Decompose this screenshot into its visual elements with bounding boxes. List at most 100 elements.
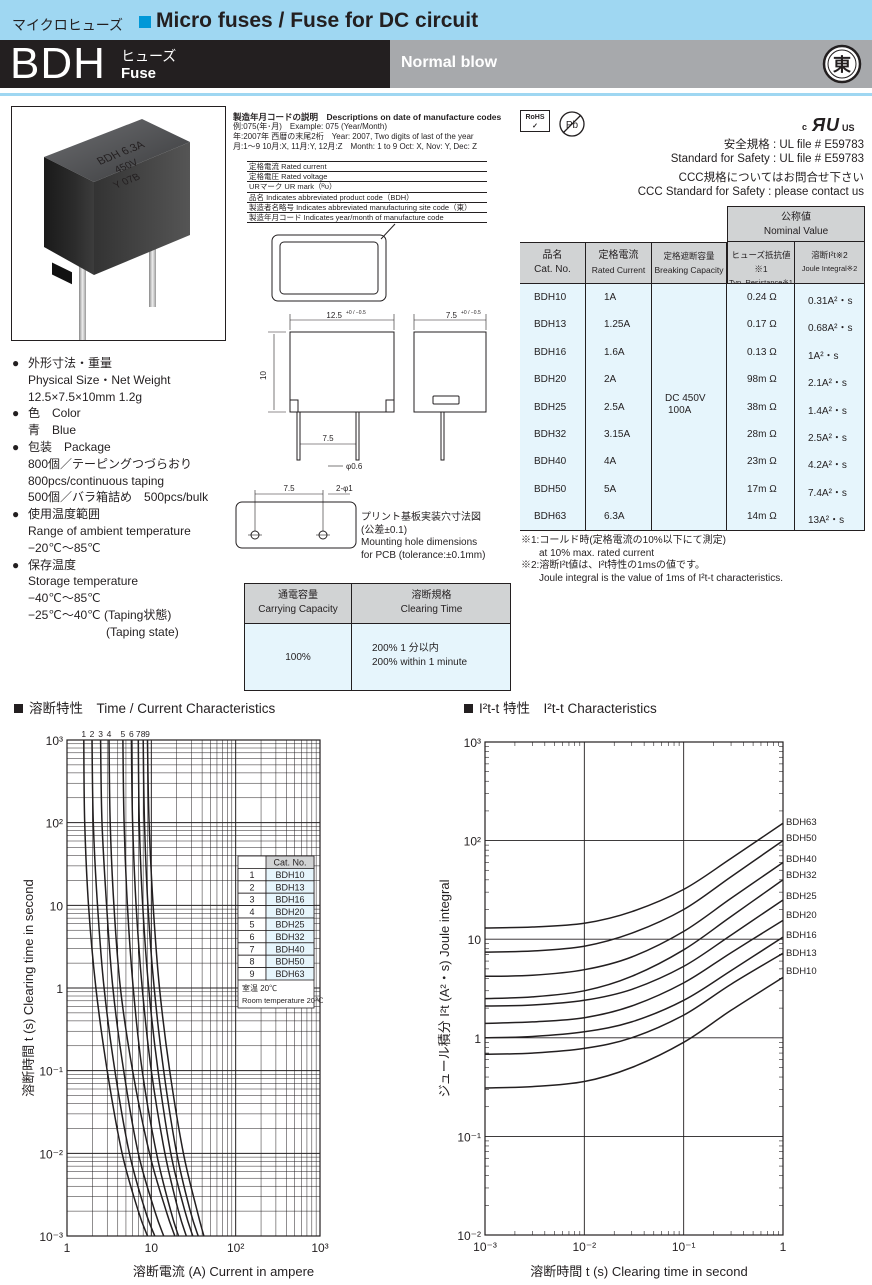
legend-num: 9 — [249, 969, 254, 979]
row-rated-current: 3.15A — [604, 429, 631, 440]
group-header-jp: 公称値 — [781, 212, 811, 223]
y-tick-label: 10² — [464, 835, 481, 849]
curve-BDH50 — [484, 839, 784, 953]
legend-cat: BDH63 — [275, 969, 304, 979]
header-rule — [0, 93, 872, 96]
spec-color-head: 色 Color — [28, 406, 81, 421]
safety-standards: 安全規格 : UL file # E59783 Standard for Saf… — [638, 139, 864, 199]
legend-num: 8 — [249, 957, 254, 967]
x-axis-label: 溶断時間 t (s) Clearing time in second — [530, 1264, 747, 1279]
note-line: at 10% max. rated current — [539, 547, 655, 559]
y-tick-label: 10 — [468, 933, 482, 947]
carry-header-1-jp: 通電容量 — [278, 590, 318, 601]
category-square-icon — [139, 16, 151, 28]
row-cat-no: BDH20 — [534, 374, 567, 386]
col-header-breaking: 定格遮断容量 Breaking Capacity — [652, 242, 727, 284]
x-tick-label: 10⁻³ — [473, 1240, 497, 1254]
series-label: BDH20 — [786, 910, 817, 921]
row-joule-integral: 1.4A²・s — [808, 405, 847, 417]
curve-2 — [91, 739, 156, 1237]
x-tick-label: 1 — [780, 1240, 787, 1254]
row-cat-no: BDH50 — [534, 483, 567, 495]
curve-BDH16 — [484, 936, 784, 1039]
marking-legend-item: 定格電圧 Rated voltage — [247, 172, 487, 183]
fuse-illustration: BDH 6.3A 450V Y 07B — [44, 119, 190, 340]
carrying-table-body — [245, 624, 510, 690]
spec-ambient-value: −20℃〜85℃ — [28, 540, 101, 555]
curve-9 — [146, 739, 205, 1237]
dim-height: 10 — [259, 371, 268, 380]
curve-label: 1 — [81, 729, 86, 739]
legend-num: 2 — [249, 882, 254, 892]
pcb-pitch: 7.5 — [283, 484, 295, 493]
row-rated-current: 1.25A — [604, 319, 631, 331]
curve-8 — [142, 739, 199, 1237]
col-header-resistance-jp: ヒューズ抵抗値※1 — [731, 250, 791, 274]
date-code-line: 年:2007年 西暦の末尾2桁 Year: 2007, Two digits o… — [233, 132, 474, 141]
marking-legend-item: 品名 Indicates abbreviated product code（BD… — [247, 193, 487, 203]
legend-cat: BDH20 — [275, 907, 304, 917]
row-resistance: 0.17 Ω — [747, 319, 777, 331]
y-tick-label: 10⁻² — [39, 1147, 63, 1161]
marking-legend-item: 製造者名略号 Indicates abbreviated manufacturi… — [247, 203, 487, 214]
pb-text: Pb — [566, 120, 579, 131]
y-tick-label: 10⁻¹ — [457, 1130, 481, 1144]
col-header-breaking-jp: 定格遮断容量 — [663, 251, 715, 261]
y-tick-label: 1 — [56, 982, 63, 996]
spec-ambient-head: 使用温度範囲 — [28, 507, 101, 522]
y-tick-label: 10 — [50, 899, 64, 913]
ul-r-glyph: Я — [811, 115, 826, 135]
spec-storage-head: 保存温度 — [28, 557, 77, 572]
carry-header-1-en: Carrying Capacity — [258, 604, 338, 615]
curve-label: 2 — [90, 729, 95, 739]
i2t-chart: BDH10BDH13BDH16BDH20BDH25BDH32BDH40BDH50… — [437, 736, 817, 1279]
curve-BDH32 — [484, 879, 784, 1000]
spec-package: ●包装 Package — [12, 439, 208, 456]
legend-cat: BDH32 — [275, 932, 304, 942]
curve-BDH13 — [484, 952, 784, 1056]
legend-cat: BDH25 — [275, 920, 304, 930]
legend-cat: BDH40 — [275, 944, 304, 954]
curve-BDH40 — [484, 861, 784, 978]
legend-num: 3 — [249, 895, 254, 905]
bullet-icon: ● — [12, 439, 20, 454]
curve-3 — [99, 739, 165, 1237]
y-tick-label: 10⁻² — [457, 1229, 481, 1243]
carry-header-1: 通電容量 Carrying Capacity — [245, 589, 351, 617]
spec-size-value: 12.5×7.5×10mm 1.2g — [28, 389, 143, 404]
row-joule-integral: 2.5A²・s — [808, 433, 847, 444]
y-tick-label: 10⁻¹ — [39, 1065, 63, 1079]
col-header-cat: 品名 Cat. No. — [520, 242, 586, 284]
spec-package-line: 500個／バラ箱詰め 500pcs/bulk — [28, 490, 209, 505]
row-cat-no: BDH25 — [534, 401, 567, 413]
category-jp: マイクロヒューズ — [12, 18, 124, 34]
fuse-lead-right — [149, 227, 156, 307]
ul-u-glyph: U — [826, 115, 840, 135]
series-label: BDH40 — [786, 854, 817, 865]
spec-ambient: ●使用温度範囲 — [12, 506, 208, 523]
row-cat-no: BDH16 — [534, 346, 567, 358]
row-rated-current: 2A — [604, 374, 617, 386]
group-header: 公称値 Nominal Value — [727, 206, 865, 242]
bullet-icon: ● — [12, 406, 20, 421]
row-resistance: 0.13 Ω — [747, 346, 777, 358]
header-bar: マイクロヒューズ Micro fuses / Fuse for DC circu… — [0, 0, 872, 40]
row-joule-integral: 0.31A²・s — [808, 296, 853, 307]
marking-legend-item: 定格電流 Rated current — [247, 161, 487, 173]
spec-storage-value: −25℃〜40℃ (Taping状態) — [28, 607, 172, 622]
y-axis-label: ジュール積分 I²t (A²・s) Joule integral — [437, 879, 452, 1097]
pcb-hole: 2-φ1 — [336, 484, 353, 493]
model-block — [0, 40, 390, 88]
group-header-en: Nominal Value — [763, 226, 829, 237]
dim-width: 12.5 — [326, 311, 342, 320]
dim-depth-tolerance: +0 / −0.5 — [461, 310, 481, 316]
col-header-cat-jp: 品名 — [542, 250, 563, 261]
legend-cat: BDH16 — [275, 895, 304, 905]
series-label: BDH50 — [786, 833, 817, 844]
safety-line: CCC Standard for Safety : please contact… — [637, 185, 864, 198]
y-tick-label: 10³ — [46, 734, 63, 748]
col-header-breaking-en: Breaking Capacity — [654, 265, 724, 275]
plot-frame — [66, 739, 321, 1237]
row-joule-integral: 1A²・s — [808, 350, 839, 362]
spec-storage-note: (Taping state) — [106, 624, 179, 639]
